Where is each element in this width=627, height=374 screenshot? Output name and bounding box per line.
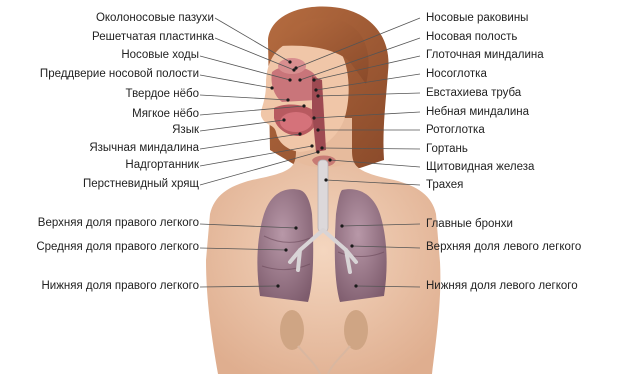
label-oropharynx: Ротоглотка (426, 123, 485, 137)
kidney-right (280, 310, 304, 350)
label-nasopharynx: Носоглотка (426, 67, 487, 81)
trachea-shape (318, 160, 328, 232)
label-tongue: Язык (172, 123, 199, 137)
label-cricoid-cartilage: Перстневидный хрящ (83, 177, 199, 191)
label-thyroid-gland: Щитовидная железа (426, 160, 534, 174)
label-eustachian-tube: Евстахиева труба (426, 86, 521, 100)
label-lingual-tonsil: Язычная миндалина (89, 141, 199, 155)
label-nasal-vestibule: Преддверие носовой полости (40, 67, 199, 81)
label-soft-palate: Мягкое нёбо (132, 107, 199, 121)
kidney-left (344, 310, 368, 350)
label-epiglottis: Надгортанник (125, 158, 199, 172)
label-right-lower-lobe: Нижняя доля правого легкого (41, 279, 199, 293)
label-right-upper-lobe: Верхняя доля правого легкого (38, 216, 199, 230)
label-pharyngeal-tonsil: Глоточная миндалина (426, 48, 544, 62)
tongue (280, 112, 312, 132)
label-main-bronchi: Главные бронхи (426, 217, 513, 231)
label-right-middle-lobe: Средняя доля правого легкого (36, 240, 199, 254)
label-nasal-cavity: Носовая полость (426, 30, 517, 44)
label-left-lower-lobe: Нижняя доля левого легкого (426, 279, 578, 293)
label-hard-palate: Твердое нёбо (126, 87, 199, 101)
label-cribriform-plate: Решетчатая пластинка (92, 30, 214, 44)
label-trachea: Трахея (426, 178, 463, 192)
label-larynx: Гортань (426, 142, 468, 156)
label-paranasal-sinuses: Околоносовые пазухи (96, 11, 214, 25)
label-left-upper-lobe: Верхняя доля левого легкого (426, 240, 581, 254)
label-nasal-conchae: Носовые раковины (426, 11, 528, 25)
label-palatine-tonsil: Небная миндалина (426, 105, 529, 119)
label-nasal-meatuses: Носовые ходы (121, 48, 199, 62)
